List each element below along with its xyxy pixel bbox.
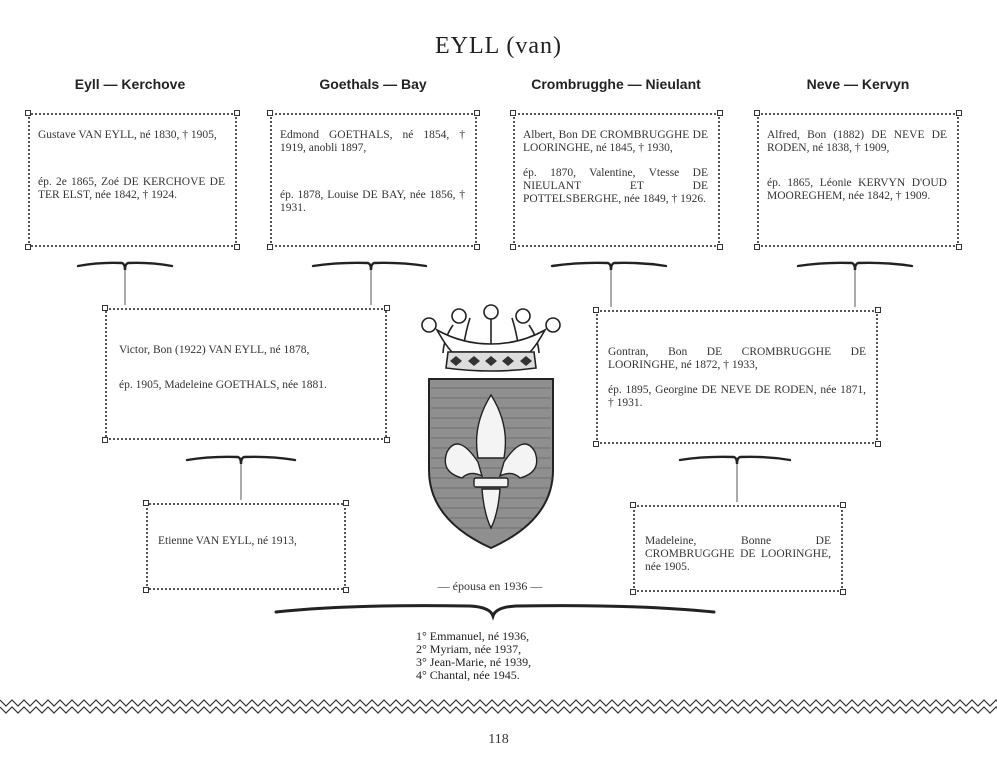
marriage-note: — épousa en 1936 — bbox=[437, 579, 543, 593]
brace-victor bbox=[185, 455, 297, 465]
spouse-valentine-de-nieulant: ép. 1870, Valentine, Vtesse DE NIEULANT … bbox=[523, 167, 708, 205]
person-alfred-de-neve: Alfred, Bon (1882) DE NEVE DE RODEN, né … bbox=[767, 129, 947, 154]
child-entry-1: 1° Emmanuel, né 1936, bbox=[416, 629, 530, 643]
spouse-zoe-de-kerchove: ép. 2e 1865, Zoé DE KERCHOVE DE TER ELST… bbox=[38, 176, 225, 201]
family-box-etienne-van-eyll: Etienne VAN EYLL, né 1913, bbox=[143, 500, 349, 593]
person-edmond-goethals: Edmond GOETHALS, né 1854, † 1919, anobli… bbox=[280, 129, 465, 154]
spouse-georgine-de-neve: ép. 1895, Georgine DE NEVE DE RODEN, née… bbox=[608, 384, 866, 409]
child-entry-3: 3° Jean-Marie, né 1939, bbox=[416, 655, 532, 669]
brace-marriage bbox=[274, 604, 716, 621]
brace-eyll-kerchove bbox=[76, 261, 174, 271]
brace-neve-kervyn bbox=[796, 261, 914, 271]
coat-of-arms-shield bbox=[428, 378, 554, 550]
family-box-eyll-kerchove: Gustave VAN EYLL, né 1830, † 1905, ép. 2… bbox=[25, 110, 240, 250]
column-heading-eyll-kerchove: Eyll — Kerchove bbox=[74, 76, 186, 92]
child-entry-4: 4° Chantal, née 1945. bbox=[416, 668, 520, 682]
spouse-madeleine-goethals: ép. 1905, Madeleine GOETHALS, née 1881. bbox=[119, 379, 327, 391]
column-heading-crombrugghe-nieulant: Crombrugghe — Nieulant bbox=[531, 76, 701, 92]
coronet-icon bbox=[421, 304, 561, 372]
family-box-goethals-bay: Edmond GOETHALS, né 1854, † 1919, anobli… bbox=[267, 110, 480, 250]
brace-goethals-bay bbox=[311, 261, 428, 271]
page-number: 118 bbox=[488, 732, 509, 747]
person-gustave-van-eyll: Gustave VAN EYLL, né 1830, † 1905, bbox=[38, 129, 217, 141]
fleur-de-lis-icon bbox=[444, 393, 538, 530]
column-heading-goethals-bay: Goethals — Bay bbox=[319, 76, 427, 92]
decorative-border bbox=[0, 699, 997, 714]
person-madeleine-de-crombrugghe: Madeleine, Bonne DE CROMBRUGGHE DE LOORI… bbox=[645, 535, 831, 573]
person-albert-de-crombrugghe: Albert, Bon DE CROMBRUGGHE DE LOORINGHE,… bbox=[523, 129, 708, 154]
brace-crombrugghe-nieulant bbox=[550, 261, 668, 271]
spouse-louise-de-bay: ép. 1878, Louise DE BAY, née 1856, † 193… bbox=[280, 189, 465, 214]
family-box-madeleine-de-crombrugghe: Madeleine, Bonne DE CROMBRUGGHE DE LOORI… bbox=[630, 502, 846, 595]
spouse-leonie-kervyn: ép. 1865, Léonie KERVYN D'OUD MOOREGHEM,… bbox=[767, 177, 947, 202]
column-heading-neve-kervyn: Neve — Kervyn bbox=[806, 76, 910, 92]
person-etienne-van-eyll: Etienne VAN EYLL, né 1913, bbox=[158, 535, 297, 547]
person-victor-van-eyll: Victor, Bon (1922) VAN EYLL, né 1878, bbox=[119, 344, 310, 356]
children-list: 1° Emmanuel, né 1936, 2° Myriam, née 193… bbox=[416, 630, 531, 682]
person-gontran-de-crombrugghe: Gontran, Bon DE CROMBRUGGHE DE LOORINGHE… bbox=[608, 346, 866, 371]
child-entry-2: 2° Myriam, née 1937, bbox=[416, 642, 522, 656]
brace-gontran bbox=[678, 455, 792, 465]
family-box-neve-kervyn: Alfred, Bon (1882) DE NEVE DE RODEN, né … bbox=[754, 110, 962, 250]
family-box-gontran-de-crombrugghe: Gontran, Bon DE CROMBRUGGHE DE LOORINGHE… bbox=[593, 307, 881, 447]
family-box-crombrugghe-nieulant: Albert, Bon DE CROMBRUGGHE DE LOORINGHE,… bbox=[510, 110, 723, 250]
page-title: EYLL (van) bbox=[434, 33, 563, 59]
family-box-victor-van-eyll: Victor, Bon (1922) VAN EYLL, né 1878, ép… bbox=[102, 305, 390, 443]
